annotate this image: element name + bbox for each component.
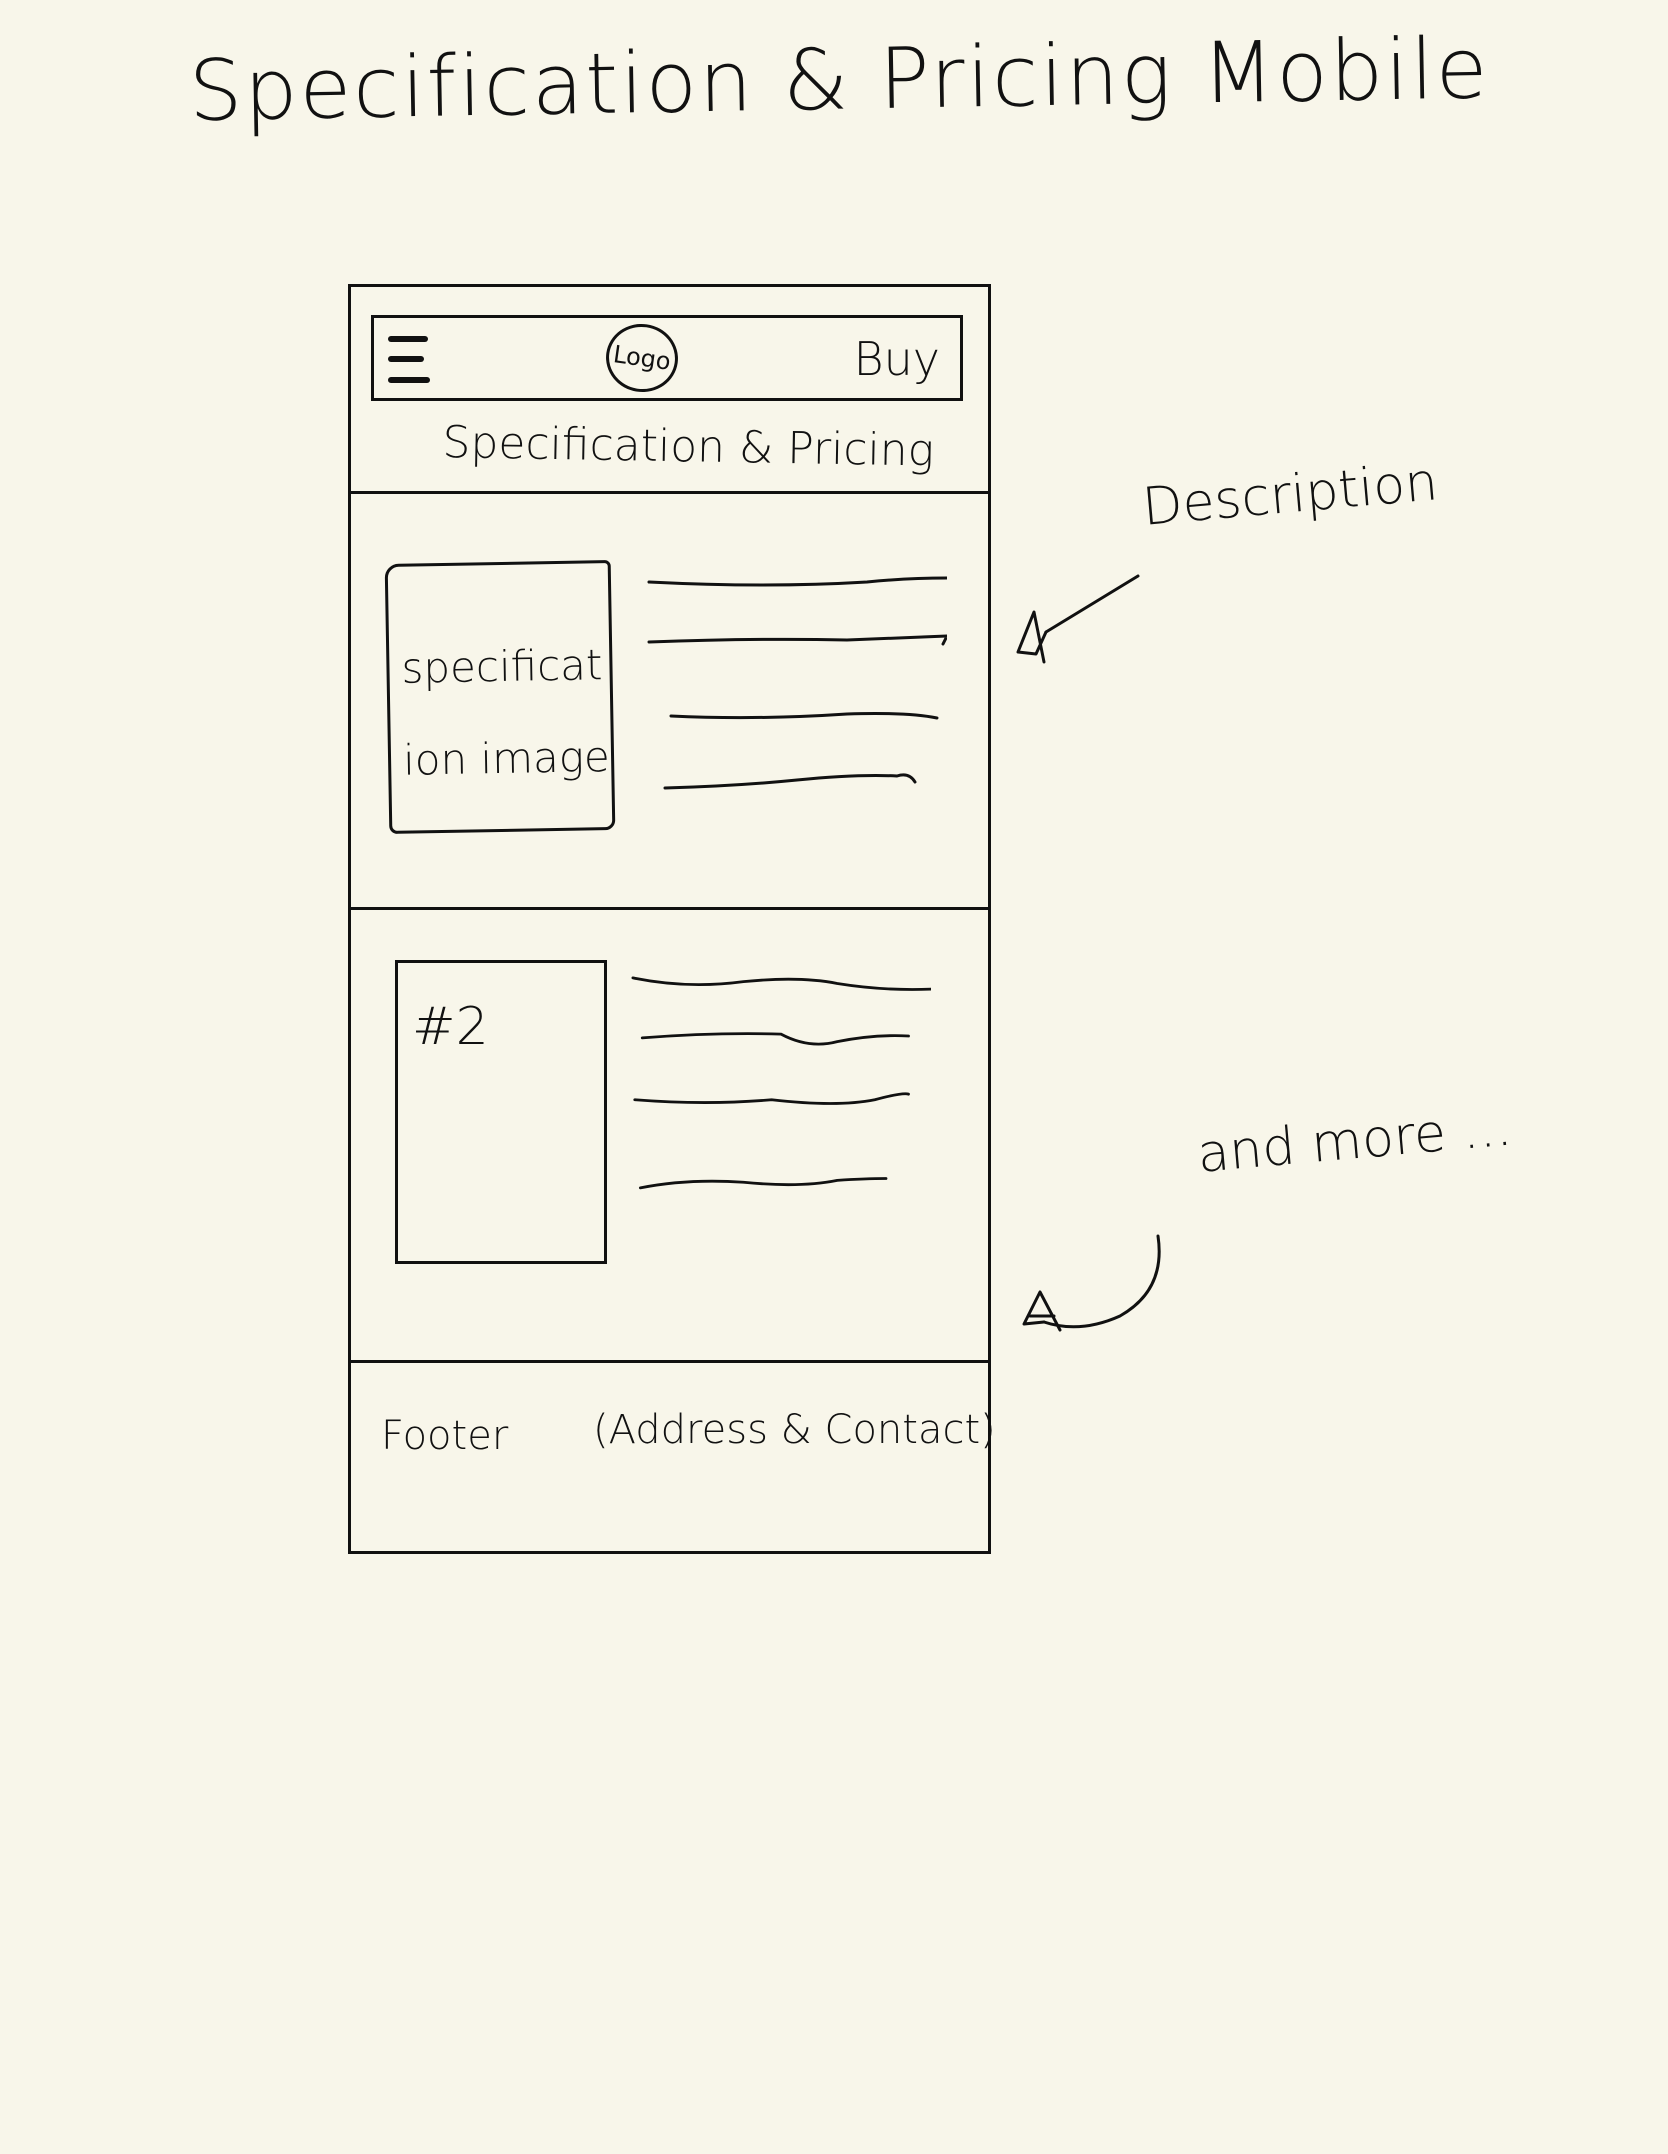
page-title: Specification & Pricing Mobile bbox=[188, 19, 1491, 140]
menu-line bbox=[388, 377, 430, 383]
arrow-icon bbox=[1022, 1234, 1161, 1332]
footer-contact: (Address & Contact) bbox=[593, 1407, 996, 1453]
hamburger-menu-icon[interactable] bbox=[388, 334, 432, 386]
buy-button[interactable]: Buy bbox=[853, 332, 941, 386]
logo[interactable]: Logo bbox=[601, 319, 683, 397]
header-section: Logo Buy Specification & Pricing bbox=[351, 287, 988, 494]
menu-line bbox=[388, 336, 428, 342]
spec-section: #2 bbox=[351, 910, 988, 1363]
footer-section: Footer (Address & Contact) bbox=[351, 1363, 996, 1551]
arrow-icon bbox=[1016, 574, 1140, 664]
spec-image-placeholder: specification image bbox=[384, 560, 616, 834]
spec-image-label: #2 bbox=[412, 997, 489, 1057]
description-lines bbox=[631, 976, 931, 1190]
footer-label: Footer bbox=[381, 1413, 509, 1459]
menu-line bbox=[388, 356, 424, 362]
description-lines bbox=[647, 576, 947, 790]
mobile-wireframe: Logo Buy Specification & Pricing specifi… bbox=[348, 284, 996, 1554]
spec-image-label: specification image bbox=[401, 640, 611, 785]
annotation-description: Description bbox=[1140, 452, 1441, 538]
spec-section: specification image bbox=[351, 494, 988, 910]
nav-bar: Logo Buy bbox=[371, 315, 963, 401]
annotation-more: and more ... bbox=[1195, 1097, 1515, 1185]
spec-image-placeholder: #2 bbox=[395, 960, 607, 1264]
section-heading: Specification & Pricing bbox=[442, 417, 935, 477]
